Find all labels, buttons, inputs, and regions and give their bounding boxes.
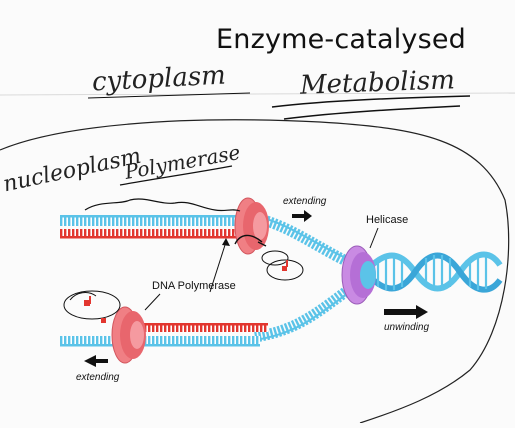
label-extending-bottom: extending xyxy=(76,372,120,383)
bottom-polymerase-pointer xyxy=(144,293,161,311)
arrow-unwinding xyxy=(384,305,428,319)
helicase-pointer xyxy=(369,227,379,249)
bottom-fork-strand xyxy=(254,280,359,343)
bottom-new-strand xyxy=(130,324,268,332)
arrow-extending-top xyxy=(292,210,312,222)
label-helicase: Helicase xyxy=(366,214,409,226)
label-unwinding: unwinding xyxy=(384,322,430,333)
metabolism-underline-1 xyxy=(271,95,471,108)
metabolism-underline-2 xyxy=(283,105,461,120)
nucleotide-left-2 xyxy=(101,318,106,323)
handwritten-metabolism: Metabolism xyxy=(299,65,456,101)
label-extending-top: extending xyxy=(283,196,327,207)
nucleotide-top xyxy=(282,266,287,271)
arrow-extending-bottom xyxy=(84,355,108,367)
page-title: Enzyme-catalysed xyxy=(216,24,466,55)
nucleotide-doodle-left xyxy=(63,290,121,320)
top-template-strand xyxy=(60,217,255,226)
cytoplasm-underline xyxy=(87,92,251,99)
nucleotide-doodle-top xyxy=(234,234,304,281)
double-helix xyxy=(362,251,503,293)
nucleus-boundary-lines xyxy=(0,92,515,96)
cell-boundary xyxy=(0,119,510,424)
label-dna-polymerase: DNA Polymerase xyxy=(152,280,236,292)
small-arrowhead xyxy=(222,238,230,246)
helicase-enzyme xyxy=(341,245,376,305)
squiggle-doodle xyxy=(84,198,241,212)
polymerase-underline xyxy=(119,165,233,186)
top-polymerase-enzyme xyxy=(234,197,269,255)
polymerase-pointer xyxy=(209,244,226,293)
bottom-polymerase-enzyme xyxy=(111,306,146,364)
top-fork-strand xyxy=(253,212,358,271)
bottom-template-strand xyxy=(60,336,260,345)
top-new-strand xyxy=(60,229,245,237)
nucleotide-left-1 xyxy=(84,300,90,306)
